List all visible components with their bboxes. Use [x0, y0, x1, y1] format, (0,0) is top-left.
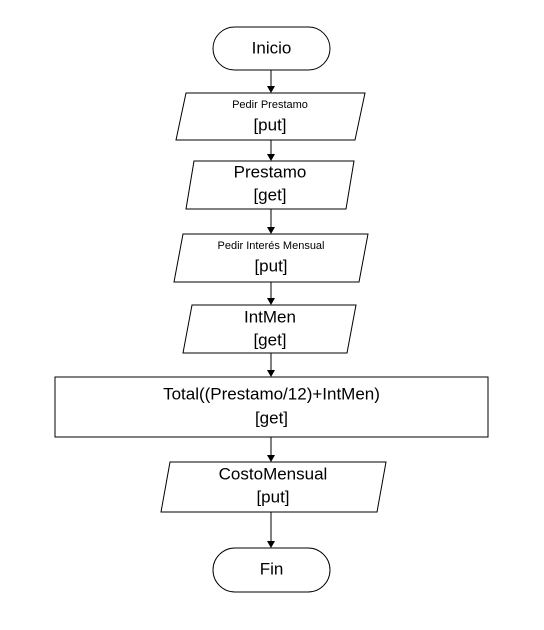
connector-costo-mensual-to-fin [267, 512, 275, 548]
step-intmen-action: [get] [253, 330, 286, 349]
connector-inicio-to-pedir-prestamo [267, 70, 275, 93]
step-pedir-prestamo-action: [put] [253, 115, 286, 134]
step-pedir-prestamo: Pedir Prestamo [put] [175, 92, 366, 141]
step-costo-mensual-label: CostoMensual [219, 464, 328, 483]
step-pedir-interes: Pedir Interés Mensual [put] [173, 233, 369, 283]
connectors [267, 70, 275, 548]
step-prestamo-label: Prestamo [234, 162, 307, 181]
connector-total-to-costo-mensual [267, 437, 275, 462]
connector-pedir-interes-to-intmen [267, 282, 275, 305]
connector-pedir-prestamo-to-prestamo [267, 140, 275, 161]
step-prestamo-action: [get] [253, 185, 286, 204]
step-intmen: IntMen [get] [182, 304, 357, 354]
step-costo-mensual: CostoMensual [put] [160, 461, 387, 513]
start-label: Inicio [252, 38, 292, 57]
step-total-label: Total((Prestamo/12)+IntMen) [163, 384, 380, 403]
connector-prestamo-to-pedir-interes [267, 209, 275, 234]
step-costo-mensual-action: [put] [256, 487, 289, 506]
step-pedir-interes-label: Pedir Interés Mensual [218, 240, 325, 252]
step-total-action: [get] [255, 408, 288, 427]
step-prestamo: Prestamo [get] [185, 160, 355, 210]
start-terminator: Inicio [212, 26, 331, 71]
end-terminator: Fin [212, 547, 331, 593]
end-label: Fin [260, 559, 284, 578]
step-pedir-interes-action: [put] [254, 256, 287, 275]
step-intmen-label: IntMen [244, 307, 296, 326]
connector-intmen-to-total [267, 353, 275, 377]
step-pedir-prestamo-label: Pedir Prestamo [232, 99, 308, 111]
step-total: Total((Prestamo/12)+IntMen) [get] [54, 376, 489, 438]
